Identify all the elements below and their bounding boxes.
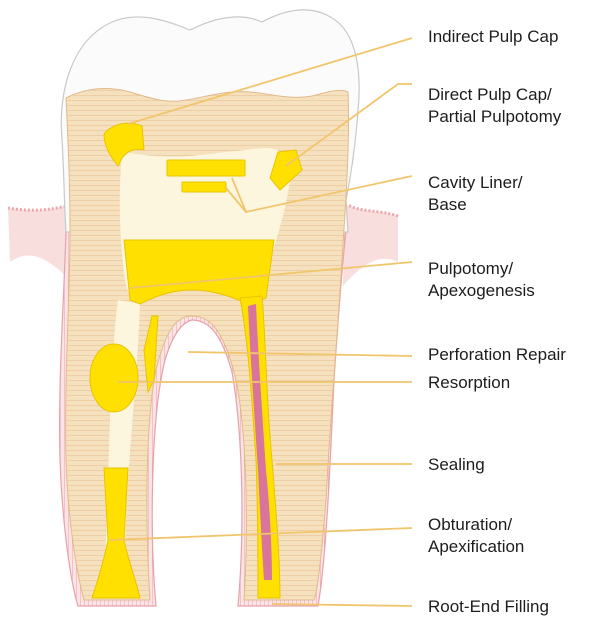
leader-perforation-repair — [188, 352, 412, 356]
label-sealing: Sealing — [428, 454, 485, 476]
label-indirect-pulp-cap-line-1: Indirect Pulp Cap — [428, 26, 558, 48]
label-direct-pulp-cap-line-2: Partial Pulpotomy — [428, 106, 561, 128]
leader-pulpotomy — [130, 262, 412, 288]
leader-direct-pulp-cap — [286, 84, 412, 166]
leader-indirect-pulp-cap — [128, 38, 412, 124]
label-obturation-line-1: Obturation/ — [428, 514, 524, 536]
label-pulpotomy: Pulpotomy/ Apexogenesis — [428, 258, 535, 302]
label-direct-pulp-cap-line-1: Direct Pulp Cap/ — [428, 84, 561, 106]
label-resorption-line-1: Resorption — [428, 372, 510, 394]
label-cavity-liner-line-1: Cavity Liner/ — [428, 172, 522, 194]
label-perforation-repair: Perforation Repair — [428, 344, 566, 366]
label-obturation: Obturation/ Apexification — [428, 514, 524, 558]
label-resorption: Resorption — [428, 372, 510, 394]
label-obturation-line-2: Apexification — [428, 536, 524, 558]
label-pulpotomy-line-2: Apexogenesis — [428, 280, 535, 302]
label-pulpotomy-line-1: Pulpotomy/ — [428, 258, 535, 280]
label-cavity-liner-line-2: Base — [428, 194, 522, 216]
leader-cavity-liner-bottom — [226, 188, 246, 212]
label-cavity-liner: Cavity Liner/ Base — [428, 172, 522, 216]
label-direct-pulp-cap: Direct Pulp Cap/ Partial Pulpotomy — [428, 84, 561, 128]
leader-root-end-filling — [272, 604, 412, 606]
label-root-end-filling: Root-End Filling — [428, 596, 549, 618]
label-perforation-repair-line-1: Perforation Repair — [428, 344, 566, 366]
leader-cavity-liner-top — [232, 176, 412, 212]
label-sealing-line-1: Sealing — [428, 454, 485, 476]
label-indirect-pulp-cap: Indirect Pulp Cap — [428, 26, 558, 48]
leader-obturation — [110, 528, 412, 540]
label-root-end-filling-line-1: Root-End Filling — [428, 596, 549, 618]
